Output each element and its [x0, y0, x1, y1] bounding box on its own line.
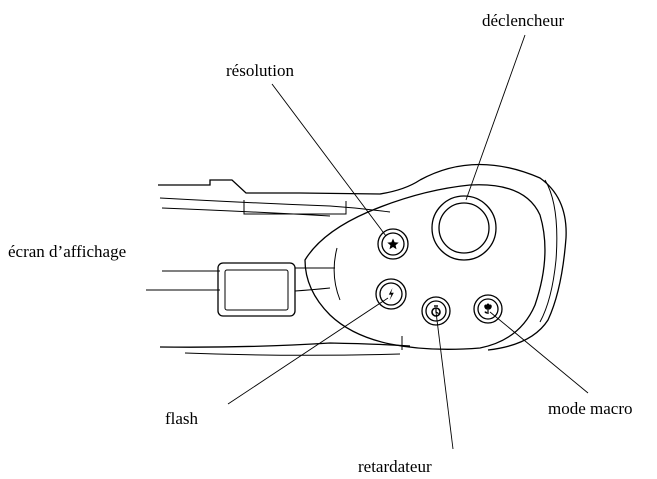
- label-timer: retardateur: [358, 457, 432, 476]
- display-screen: [217, 262, 296, 317]
- leader-macro: [489, 311, 589, 394]
- leader-flash: [227, 297, 389, 405]
- label-shutter: déclencheur: [482, 11, 565, 30]
- flash-button[interactable]: [375, 278, 407, 310]
- star-icon: [387, 238, 399, 250]
- flower-icon: [484, 303, 492, 314]
- leader-timer: [435, 311, 454, 450]
- lightning-icon: [388, 288, 394, 301]
- timer-button[interactable]: [421, 296, 451, 326]
- label-flash: flash: [165, 409, 199, 428]
- label-resolution: résolution: [226, 61, 294, 80]
- leader-resolution: [271, 83, 387, 237]
- leader-shutter: [465, 34, 526, 201]
- leader-lines: [146, 34, 589, 450]
- shutter-button[interactable]: [431, 195, 497, 261]
- camera-body: [158, 163, 567, 356]
- label-display: écran d’affichage: [8, 242, 127, 261]
- resolution-button[interactable]: [377, 228, 409, 260]
- label-macro: mode macro: [548, 399, 633, 418]
